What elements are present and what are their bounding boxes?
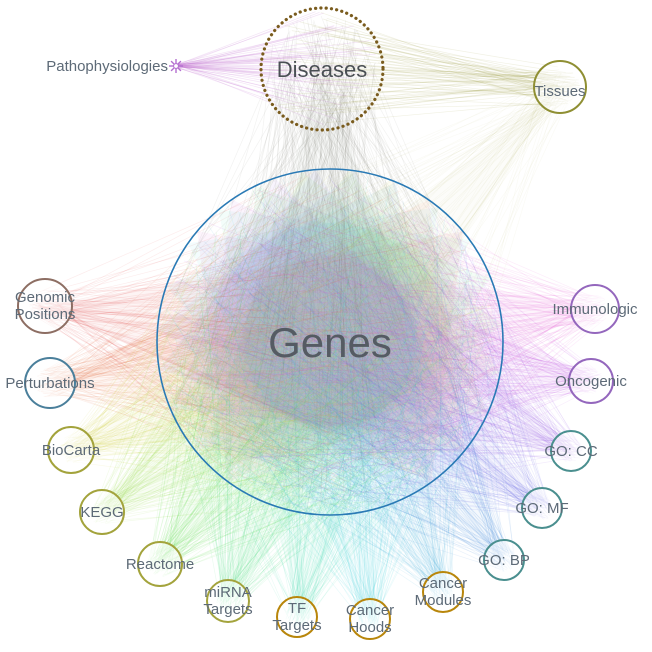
node-reactome[interactable] [137, 541, 183, 587]
node-go-mf[interactable] [521, 487, 563, 529]
node-go-bp[interactable] [483, 539, 525, 581]
edges-cancer-modules-genes [172, 179, 493, 605]
label-cancer-hoods-line1: Cancer [346, 602, 394, 619]
edges-cancer-hoods-genes [165, 186, 497, 630]
edge-lines [29, 11, 609, 630]
label-genomic-positions-line2: Positions [15, 306, 76, 323]
fan-go-mf [159, 169, 542, 508]
node-genes[interactable] [156, 168, 504, 516]
node-cancer-modules[interactable] [422, 571, 464, 613]
label-go-mf: GO: MF [515, 500, 568, 517]
label-oncogenic: Oncogenic [555, 373, 627, 390]
label-cancer-hoods-line2: Hoods [348, 619, 391, 636]
node-immunologic[interactable] [570, 284, 620, 334]
edges-go-mf-genes [173, 175, 554, 520]
fan-reactome [160, 171, 503, 564]
node-diseases[interactable] [259, 6, 385, 132]
node-genomic-positions[interactable] [17, 278, 73, 334]
label-immunologic: Immunologic [552, 301, 638, 318]
node-tf-targets[interactable] [276, 596, 318, 638]
edges-pathophysiologies-diseases [173, 11, 377, 125]
label-tf-targets-line1: TF [288, 600, 306, 617]
node-biocarta[interactable] [47, 426, 95, 474]
label-reactome: Reactome [126, 556, 194, 573]
label-cancer-modules-line2: Modules [415, 592, 472, 609]
edges-biocarta-genes [57, 173, 496, 509]
edges-mirna-targets-genes [161, 196, 470, 613]
label-mirna-targets-line2: Targets [203, 601, 252, 618]
label-genomic-positions-line1: Genomic [15, 289, 76, 306]
label-biocarta: BioCarta [42, 442, 101, 459]
label-diseases: Diseases [277, 57, 367, 82]
node-kegg[interactable] [79, 489, 125, 535]
edges-go-bp-genes [167, 188, 516, 572]
fan-diseases [203, 69, 464, 460]
node-tissues[interactable] [533, 60, 587, 114]
fan-go-bp [157, 170, 504, 560]
label-tf-targets-line2: Targets [272, 617, 321, 634]
label-go-bp: GO: BP [478, 552, 530, 569]
fan-oncogenic [194, 199, 591, 450]
edges-oncogenic-genes [159, 193, 605, 490]
fan-cancer-hoods [187, 207, 439, 619]
label-genes: Genes [268, 319, 392, 366]
label-kegg: KEGG [80, 504, 123, 521]
node-oncogenic[interactable] [568, 358, 614, 404]
edges-perturbations-genes [35, 172, 497, 494]
fan-mirna-targets [228, 185, 491, 602]
node-go-cc[interactable] [550, 430, 592, 472]
edges-diseases-genes [160, 15, 494, 511]
label-perturbations: Perturbations [5, 375, 94, 392]
nodes [17, 6, 620, 640]
label-mirna-targets-line1: miRNA [204, 584, 252, 601]
star-center-icon [173, 63, 179, 69]
fan-genomic-positions [45, 231, 463, 483]
label-tissues: Tissues [534, 83, 585, 100]
fan-cancer-modules [166, 182, 443, 592]
edges-tissues-diseases [265, 12, 581, 123]
edges-immunologic-genes [160, 185, 609, 497]
edge-bundles [45, 69, 595, 619]
fan-biocarta [71, 179, 488, 451]
edges-go-cc-genes [167, 180, 583, 506]
node-perturbations[interactable] [24, 357, 76, 409]
label-cancer-modules-line1: Cancer [419, 575, 467, 592]
fan-kegg [102, 170, 501, 512]
node-pathophysiologies[interactable] [169, 59, 183, 73]
node-cancer-hoods[interactable] [349, 598, 391, 640]
edges-kegg-genes [89, 178, 495, 525]
node-mirna-targets[interactable] [206, 579, 250, 623]
label-pathophysiologies: Pathophysiologies [46, 58, 168, 75]
edges-tf-targets-genes [165, 176, 495, 629]
label-go-cc: GO: CC [544, 443, 598, 460]
fan-perturbations [50, 199, 466, 451]
fan-tf-targets [218, 209, 470, 617]
fan-go-cc [170, 178, 572, 451]
